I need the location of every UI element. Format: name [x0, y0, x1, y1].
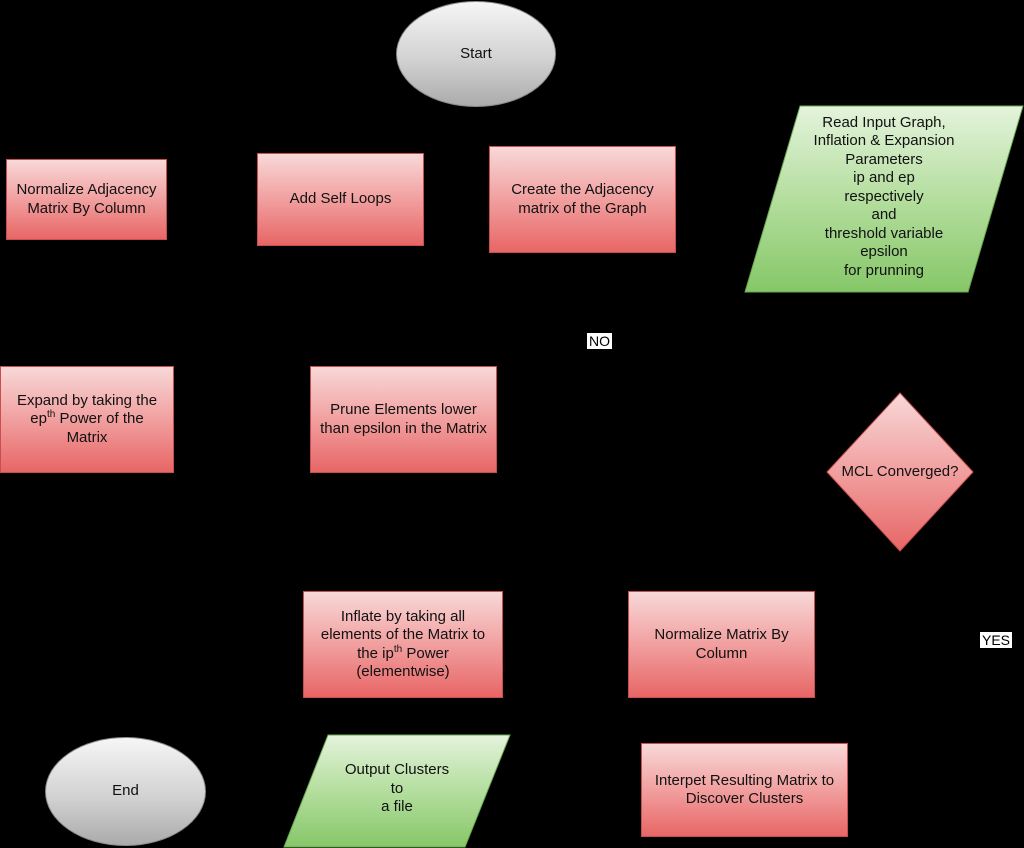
- expand-label: Expand by taking the epth Power of the M…: [17, 392, 157, 448]
- normalize-adjacency-line-1: Normalize Adjacency: [16, 181, 157, 198]
- output-shape: [283, 734, 511, 848]
- create-adjacency-line-2: matrix of the Graph: [518, 199, 647, 217]
- read-input-line-3: Parameters: [845, 150, 923, 168]
- converged-node: MCL Converged?: [826, 392, 974, 552]
- normalize-adjacency-label: Normalize Adjacency Matrix By Column: [16, 181, 156, 218]
- inflate-node: Inflate by taking all elements of the Ma…: [303, 591, 503, 698]
- converged-label: MCL Converged?: [841, 462, 959, 480]
- add-self-loops-node: Add Self Loops: [257, 153, 424, 246]
- output-node: Output Clusters to a file: [283, 734, 511, 848]
- read-input-line-5: respectively: [844, 187, 924, 205]
- prune-line-2: than epsilon in the Matrix: [320, 419, 487, 437]
- read-input-line-6: and: [871, 206, 897, 224]
- read-input-line-4: ip and ep: [853, 169, 915, 187]
- inflate-post: Power: [402, 644, 449, 662]
- output-line-2: to: [390, 779, 404, 797]
- output-line-3: a file: [381, 798, 413, 816]
- normalize-matrix-line-2: Column: [695, 644, 748, 662]
- normalize-matrix-label: Normalize Matrix By Column: [654, 626, 788, 663]
- interpret-line-2: Discover Clusters: [685, 790, 804, 807]
- inflate-label: Inflate by taking all elements of the Ma…: [321, 608, 485, 682]
- inflate-sup: th: [393, 643, 403, 655]
- expand-node: Expand by taking the epth Power of the M…: [0, 366, 174, 473]
- expand-sup: th: [46, 409, 56, 421]
- inflate-base: ip: [382, 644, 394, 662]
- end-label: End: [112, 782, 139, 800]
- inflate-line-2: elements of the Matrix to: [320, 626, 486, 643]
- start-label: Start: [460, 44, 492, 62]
- inflate-pre: the: [357, 644, 383, 662]
- create-adjacency-node: Create the Adjacency matrix of the Graph: [489, 146, 676, 253]
- end-node: End: [45, 737, 206, 846]
- start-node: Start: [396, 1, 556, 107]
- read-input-line-1: Read Input Graph,: [822, 113, 946, 131]
- interpret-line-1: Interpet Resulting Matrix to: [654, 771, 835, 789]
- output-label: Output Clusters to a file: [345, 761, 449, 817]
- edge-label-yes: YES: [980, 632, 1013, 648]
- expand-line-1: Expand by taking the: [16, 391, 158, 409]
- output-line-1: Output Clusters: [344, 761, 450, 779]
- expand-line-3: Matrix: [66, 428, 108, 446]
- read-input-node: Read Input Graph, Inflation & Expansion …: [744, 105, 1024, 293]
- prune-node: Prune Elements lower than epsilon in the…: [310, 366, 497, 473]
- create-adjacency-line-1: Create the Adjacency: [511, 181, 654, 198]
- normalize-matrix-node: Normalize Matrix By Column: [628, 591, 815, 698]
- read-input-label: Read Input Graph, Inflation & Expansion …: [814, 114, 955, 281]
- add-self-loops-label: Add Self Loops: [289, 190, 392, 208]
- read-input-shape: [744, 105, 1024, 293]
- normalize-matrix-line-1: Normalize Matrix By: [654, 626, 789, 643]
- inflate-line-1: Inflate by taking all: [340, 607, 466, 625]
- normalize-adjacency-line-2: Matrix By Column: [27, 199, 146, 217]
- expand-post: Power of the: [55, 410, 144, 428]
- read-input-line-2: Inflation & Expansion: [813, 132, 955, 150]
- read-input-line-7: threshold variable: [824, 224, 944, 242]
- normalize-adjacency-node: Normalize Adjacency Matrix By Column: [6, 159, 167, 240]
- prune-line-1: Prune Elements lower: [330, 401, 477, 418]
- interpret-node: Interpet Resulting Matrix to Discover Cl…: [641, 743, 848, 837]
- prune-label: Prune Elements lower than epsilon in the…: [320, 401, 487, 438]
- read-input-line-9: for prunning: [843, 261, 925, 279]
- edge-label-no: NO: [587, 333, 612, 349]
- inflate-line-4: (elementwise): [356, 663, 450, 680]
- converged-shape: [826, 392, 974, 552]
- interpret-label: Interpet Resulting Matrix to Discover Cl…: [655, 772, 834, 809]
- read-input-line-8: epsilon: [860, 243, 908, 261]
- create-adjacency-label: Create the Adjacency matrix of the Graph: [511, 181, 654, 218]
- expand-base: ep: [30, 410, 47, 428]
